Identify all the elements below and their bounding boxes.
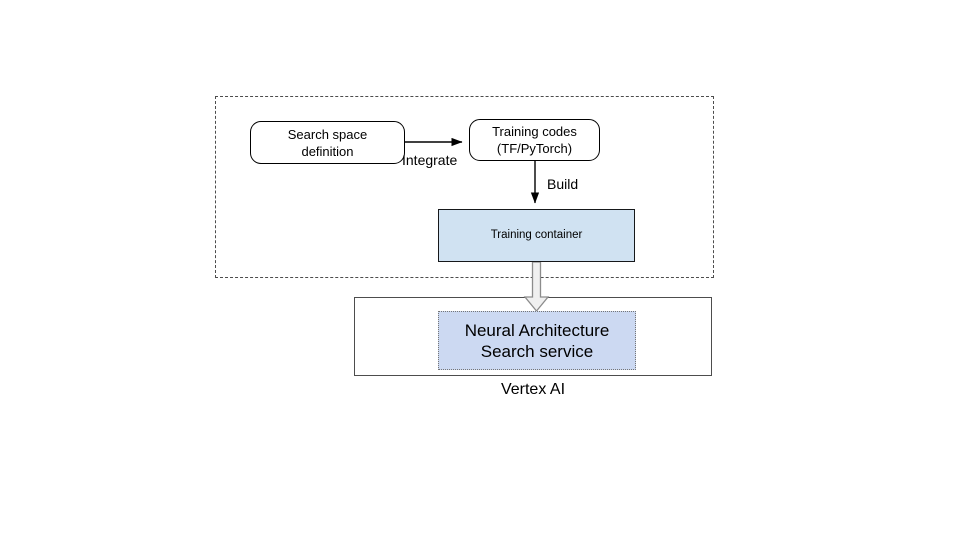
node-nas-service-line1: Neural Architecture — [464, 320, 610, 340]
node-search-space-line2: definition — [301, 143, 354, 159]
node-training-container[interactable]: Training container — [438, 209, 635, 262]
node-training-codes-line1: Training codes — [492, 124, 577, 139]
node-training-codes-line2: (TF/PyTorch) — [496, 141, 573, 156]
node-training-codes[interactable]: Training codes (TF/PyTorch) — [469, 119, 600, 161]
user-environment-region — [215, 96, 714, 278]
node-nas-service-line2: Search service — [480, 341, 594, 361]
edge-label-integrate: Integrate — [402, 152, 458, 168]
node-search-space-definition[interactable]: Search space definition — [250, 121, 405, 164]
node-search-space-line1: Search space — [287, 126, 368, 142]
node-training-container-label: Training container — [490, 229, 583, 241]
vertex-ai-caption: Vertex AI — [500, 381, 566, 398]
edge-label-build: Build — [547, 176, 579, 192]
node-neural-architecture-search-service[interactable]: Neural Architecture Search service — [438, 311, 636, 370]
